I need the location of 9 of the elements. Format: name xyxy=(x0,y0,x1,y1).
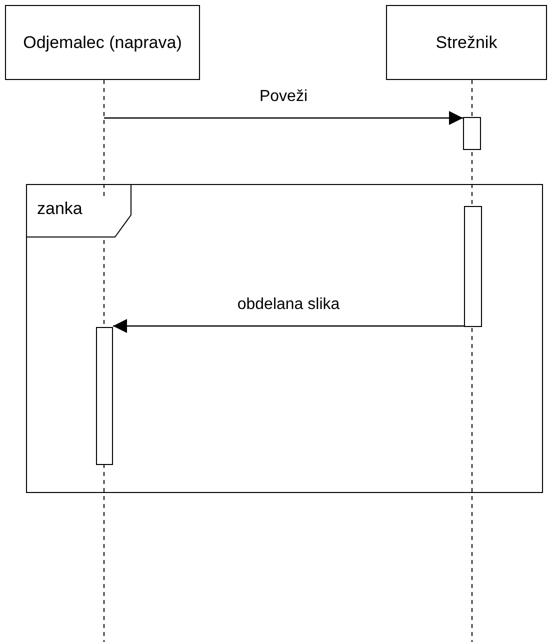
participant-box: Odjemalec (naprava) xyxy=(5,5,200,80)
participant-box: Strežnik xyxy=(386,5,547,80)
message-arrow xyxy=(113,319,464,333)
message-arrow xyxy=(104,111,463,125)
activation-bar xyxy=(96,327,113,465)
activation-bar xyxy=(464,206,482,327)
loop-frame xyxy=(26,184,543,493)
activation-bar xyxy=(463,117,481,150)
frame-label: zanka xyxy=(37,199,82,219)
